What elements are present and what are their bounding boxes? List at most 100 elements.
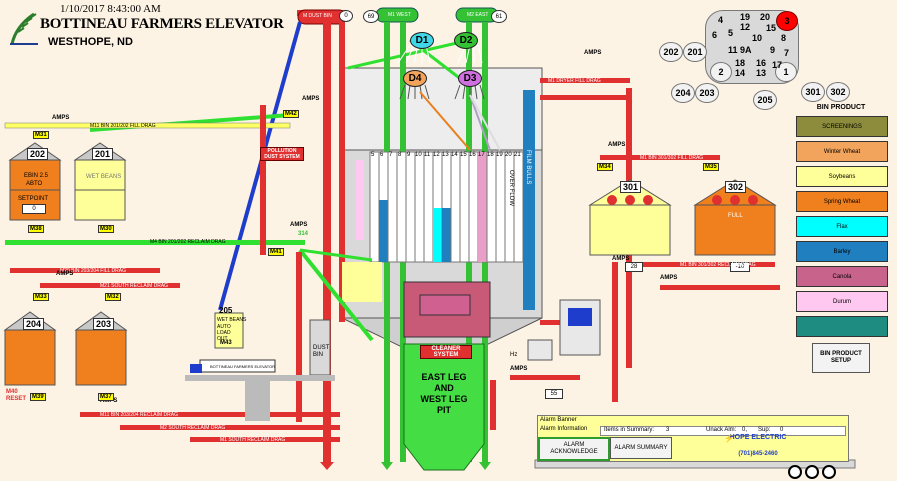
grid-cell-13[interactable]: 13 (756, 68, 767, 78)
bin-202-motor[interactable]: M31 (33, 131, 49, 139)
west-leg-label: M1 WEST (388, 12, 411, 18)
drag-301-reclaim-label[interactable]: M1 BIN 301/302 RECLAIM DRAG (680, 262, 756, 268)
tank-16-label[interactable]: 16 (469, 152, 476, 158)
legend-item-canola[interactable]: Canola (796, 266, 888, 287)
grid-cell-5[interactable]: 5 (728, 28, 734, 38)
grid-cell-3[interactable]: 3 (776, 11, 798, 31)
tank-20-label[interactable]: 20 (505, 152, 512, 158)
bin-301-label[interactable]: 301 (620, 181, 642, 193)
drag-m4-label[interactable]: M4 BIN 201/202 RECLAIM DRAG (150, 239, 226, 245)
grid-cell-8[interactable]: 8 (781, 33, 787, 43)
pollution-dust-system[interactable]: POLLUTION DUST SYSTEM (260, 147, 304, 161)
header-company: BOTTINEAU FARMERS ELEVATOR (40, 16, 284, 32)
drag-dryer-label[interactable]: M1 DRYER FILL DRAG (548, 78, 601, 84)
grid-cell-6[interactable]: 6 (712, 30, 718, 40)
bin-oval-204[interactable]: 204 (671, 83, 695, 103)
tank-12-label[interactable]: 12 (433, 152, 440, 158)
motor-m42[interactable]: M42 (283, 110, 299, 118)
legend-item-spring-wheat[interactable]: Spring Wheat (796, 191, 888, 212)
distributor-d3[interactable]: D3 (458, 70, 482, 87)
bin-product-setup-button[interactable]: BIN PRODUCT SETUP (812, 343, 870, 373)
grid-cell-20[interactable]: 20 (760, 12, 771, 22)
bin-201-label[interactable]: 201 (92, 148, 114, 160)
grid-cell-17[interactable]: 17 (772, 60, 783, 70)
grid-cell-1[interactable]: 1 (775, 62, 797, 82)
grid-cell-7[interactable]: 7 (784, 48, 790, 58)
tank-6-label[interactable]: 6 (380, 152, 384, 158)
bin-301-motor[interactable]: M34 (597, 163, 613, 171)
motor-m41[interactable]: M41 (268, 248, 284, 256)
grid-cell-9[interactable]: 9 (770, 45, 776, 55)
bin-205-motor[interactable]: M43 (220, 340, 232, 346)
bin-oval-203[interactable]: 203 (695, 83, 719, 103)
tank-13-label[interactable]: 13 (442, 152, 449, 158)
motor-m39[interactable]: M39 (30, 393, 46, 401)
legend-item-soybeans[interactable]: Soybeans (796, 166, 888, 187)
tank-19-label[interactable]: 19 (496, 152, 503, 158)
bin-202-label[interactable]: 202 (27, 148, 49, 160)
grid-cell-19[interactable]: 19 (740, 12, 751, 22)
alarm-acknowledge-button[interactable]: ALARM ACKNOWLEDGE (538, 437, 610, 461)
tank-21-label[interactable]: 21 (514, 152, 521, 158)
drag-301-fill-label[interactable]: M1 BIN 301/302 FILL DRAG (640, 155, 704, 161)
legend-item-unassigned[interactable] (796, 316, 888, 337)
grid-cell-15[interactable]: 15 (766, 23, 777, 33)
alarm-status-bar (600, 426, 846, 436)
speed-value[interactable]: 55 (545, 389, 563, 399)
bin-302-motor[interactable]: M35 (703, 163, 719, 171)
bin-204-label[interactable]: 204 (23, 318, 45, 330)
grid-cell-18[interactable]: 18 (735, 58, 746, 68)
grid-cell-11[interactable]: 11 (728, 45, 738, 55)
tank-18-label[interactable]: 18 (487, 152, 494, 158)
leg-pit-label[interactable]: EAST LEG AND WEST LEG PIT (404, 372, 484, 416)
distributor-d2[interactable]: D2 (454, 32, 478, 49)
bin-oval-205[interactable]: 205 (753, 90, 777, 110)
bin-201-motor[interactable]: M30 (98, 225, 114, 233)
grid-cell-10[interactable]: 10 (752, 33, 763, 43)
drag-bottom-1-label[interactable]: M11 BIN 203/204 RECLAIM DRAG (100, 412, 178, 418)
grid-cell-12[interactable]: 12 (740, 22, 751, 32)
legend-item-flax[interactable]: Flax (796, 216, 888, 237)
drag-bottom-2-label[interactable]: M2 SOUTH RECLAIM DRAG (160, 425, 226, 431)
distributor-d4[interactable]: D4 (403, 70, 427, 87)
bin-302-label[interactable]: 302 (725, 181, 747, 193)
bin-203-label[interactable]: 203 (93, 318, 115, 330)
bin-oval-301[interactable]: 301 (801, 82, 825, 102)
tank-14-label[interactable]: 14 (451, 152, 458, 158)
bin-oval-202[interactable]: 202 (659, 42, 683, 62)
tank-9-label[interactable]: 9 (407, 152, 411, 158)
tank-5-label[interactable]: 5 (371, 152, 375, 158)
grid-cell-9a[interactable]: 9A (740, 45, 752, 55)
drag-bottom-3-label[interactable]: M1 SOUTH RECLAIM DRAG (220, 437, 286, 443)
grid-cell-2[interactable]: 2 (710, 62, 732, 82)
motor-m38[interactable]: M38 (28, 225, 44, 233)
motor-m37[interactable]: M37 (98, 393, 114, 401)
tank-10-label[interactable]: 10 (415, 152, 422, 158)
cleaner-system-label[interactable]: CLEANER SYSTEM (420, 345, 472, 359)
tank-17-label[interactable]: 17 (478, 152, 485, 158)
grid-cell-16[interactable]: 16 (756, 58, 767, 68)
bin-oval-302[interactable]: 302 (826, 82, 850, 102)
drag-south-label[interactable]: M21 SOUTH RECLAIM DRAG (100, 283, 169, 289)
tank-7-label[interactable]: 7 (389, 152, 393, 158)
distributor-d1[interactable]: D1 (410, 32, 434, 49)
amps-label-3: AMPS (584, 50, 602, 56)
grid-cell-14[interactable]: 14 (735, 68, 746, 78)
tank-11-label[interactable]: 11 (424, 152, 431, 158)
bin-203-motor[interactable]: M32 (105, 293, 121, 301)
legend-item-screenings[interactable]: SCREENINGS (796, 116, 888, 137)
bin-oval-201[interactable]: 201 (683, 42, 707, 62)
tank-8-label[interactable]: 8 (398, 152, 402, 158)
grid-cell-4[interactable]: 4 (718, 15, 724, 25)
legend-item-barley[interactable]: Barley (796, 241, 888, 262)
bin-204-reset-button[interactable]: M40 RESET (6, 389, 27, 402)
legend-item-durum[interactable]: Durum (796, 291, 888, 312)
bin-202-setpoint-input[interactable]: 0 (22, 204, 46, 214)
bin-205-label[interactable]: 205 (219, 306, 233, 315)
drag-m11-label[interactable]: M11 BIN 201/202 FILL DRAG (90, 123, 156, 129)
alarm-summary-button[interactable]: ALARM SUMMARY (610, 437, 672, 459)
bin-204-motor[interactable]: M33 (33, 293, 49, 301)
drag-m20-label[interactable]: M20 BIN 203/204 FILL DRAG (60, 268, 126, 274)
legend-item-winter-wheat[interactable]: Winter Wheat (796, 141, 888, 162)
tank-15-label[interactable]: 15 (460, 152, 467, 158)
